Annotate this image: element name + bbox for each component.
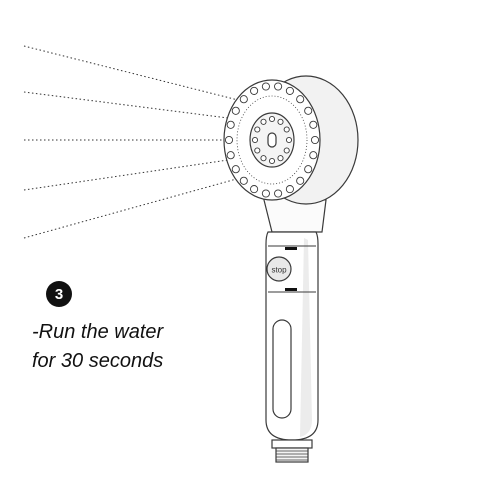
outer-nozzle (261, 82, 270, 91)
inner-nozzle (268, 157, 276, 165)
outer-nozzle (226, 151, 235, 160)
inner-nozzle (254, 126, 261, 133)
outer-nozzle-ring (224, 82, 320, 198)
outer-nozzle (231, 106, 240, 115)
outer-nozzle (309, 120, 318, 129)
inner-nozzle (254, 147, 261, 154)
outer-nozzle (304, 106, 313, 115)
inner-nozzle (277, 118, 284, 125)
inner-nozzle (283, 126, 290, 133)
inner-nozzle (277, 155, 284, 162)
center-slot (267, 132, 277, 148)
inner-nozzle-ring (251, 115, 293, 165)
inner-nozzle (283, 147, 290, 154)
inner-nozzle (251, 136, 259, 144)
inner-nozzle (260, 118, 267, 125)
hose-connector (271, 439, 313, 449)
outer-nozzle (239, 176, 248, 185)
outer-nozzle (304, 165, 313, 174)
outer-nozzle (250, 86, 259, 95)
outer-nozzle (226, 120, 235, 129)
instruction-line-2: for 30 seconds (32, 350, 164, 372)
outer-nozzle (285, 86, 294, 95)
shower-handle (261, 191, 327, 463)
shower-head (223, 75, 359, 205)
outer-nozzle (274, 189, 283, 198)
leader-line-1 (23, 45, 239, 101)
stop-marker (285, 247, 297, 250)
leader-line-2 (23, 91, 229, 119)
hose-thread (275, 447, 309, 463)
stop-button (266, 256, 292, 282)
step-number-badge: 3 (46, 281, 72, 307)
outer-nozzle (296, 176, 305, 185)
outer-nozzle (296, 95, 305, 104)
outer-nozzle (231, 165, 240, 174)
leader-line-4 (23, 159, 229, 191)
inner-nozzle (268, 115, 276, 123)
stop-button-label: stop (271, 266, 287, 275)
inner-nozzle (260, 155, 267, 162)
outer-nozzle (310, 135, 320, 145)
outer-nozzle (239, 95, 248, 104)
instruction-line-1: -Run the water (32, 321, 164, 343)
mode-ring (236, 95, 308, 185)
outer-nozzle (250, 185, 259, 194)
outer-nozzle (261, 189, 270, 198)
outer-nozzle (309, 151, 318, 160)
outer-nozzle (224, 135, 234, 145)
handle-shading (300, 238, 312, 437)
outer-nozzle (274, 82, 283, 91)
filter-window (272, 319, 292, 419)
stop-marker-lower (285, 288, 297, 291)
leader-lines (23, 45, 241, 239)
outer-nozzle (285, 185, 294, 194)
instruction-text: -Run the water for 30 seconds (32, 318, 232, 376)
leader-line-5 (23, 177, 241, 239)
inner-nozzle (285, 136, 293, 144)
